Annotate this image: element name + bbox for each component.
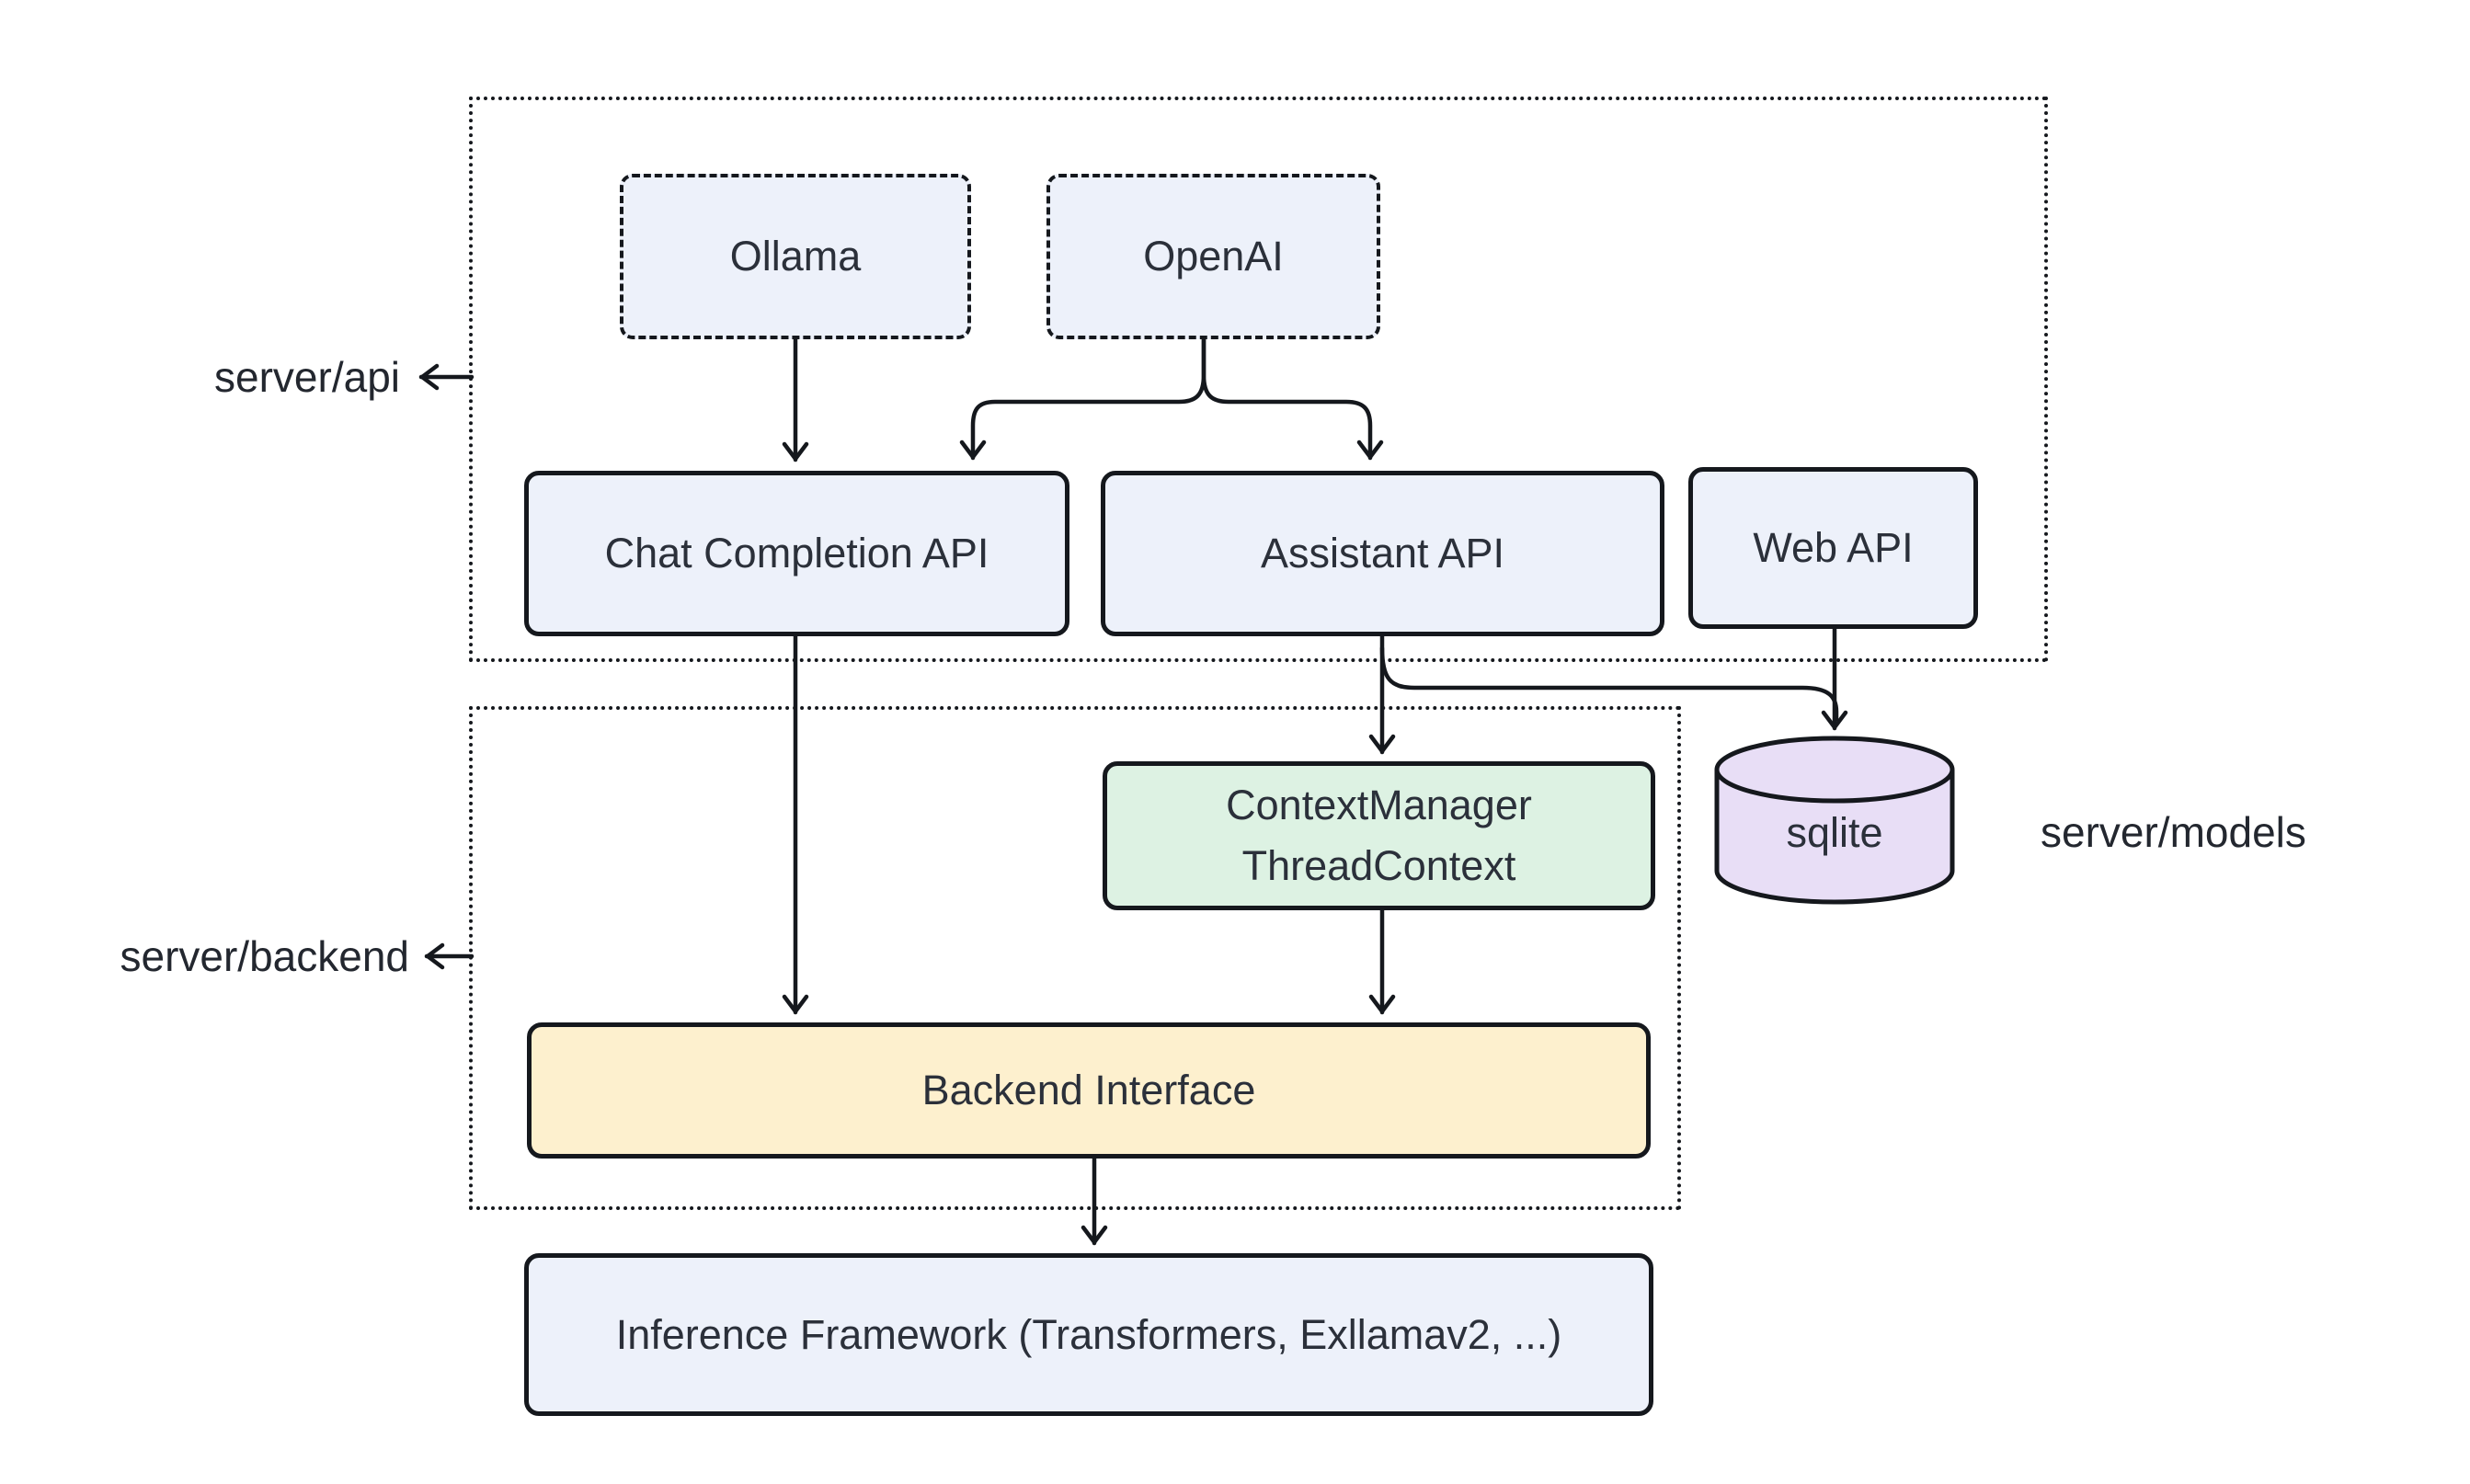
- node-sqlite-label: sqlite: [1786, 809, 1883, 856]
- label-server-backend: server/backend: [120, 932, 410, 980]
- node-openai-label: OpenAI: [1143, 233, 1284, 280]
- node-ollama: Ollama: [620, 174, 971, 339]
- node-openai: OpenAI: [1046, 174, 1380, 339]
- sqlite-cylinder-top: [1714, 736, 1955, 804]
- node-backend-interface-label: Backend Interface: [921, 1067, 1256, 1113]
- node-assistant-api-label: Assistant API: [1260, 530, 1505, 576]
- node-web-api-label: Web API: [1753, 524, 1914, 571]
- node-backend-interface: Backend Interface: [527, 1022, 1651, 1159]
- group-server-api: [469, 97, 2048, 662]
- node-web-api: Web API: [1688, 467, 1978, 629]
- label-server-api: server/api: [214, 353, 400, 401]
- node-context-manager: ContextManager ThreadContext: [1103, 761, 1655, 910]
- node-chat-completion-api-label: Chat Completion API: [604, 530, 989, 576]
- label-server-models: server/models: [2041, 808, 2306, 856]
- node-inference-framework-label: Inference Framework (Transformers, Exlla…: [615, 1310, 1562, 1358]
- node-context-manager-line2: ThreadContext: [1241, 842, 1516, 889]
- node-assistant-api: Assistant API: [1101, 471, 1664, 636]
- node-inference-framework: Inference Framework (Transformers, Exlla…: [524, 1253, 1653, 1416]
- node-context-manager-line1: ContextManager: [1226, 782, 1532, 828]
- node-ollama-label: Ollama: [729, 233, 862, 280]
- group-server-backend: [469, 706, 1681, 1210]
- node-chat-completion-api: Chat Completion API: [524, 471, 1069, 636]
